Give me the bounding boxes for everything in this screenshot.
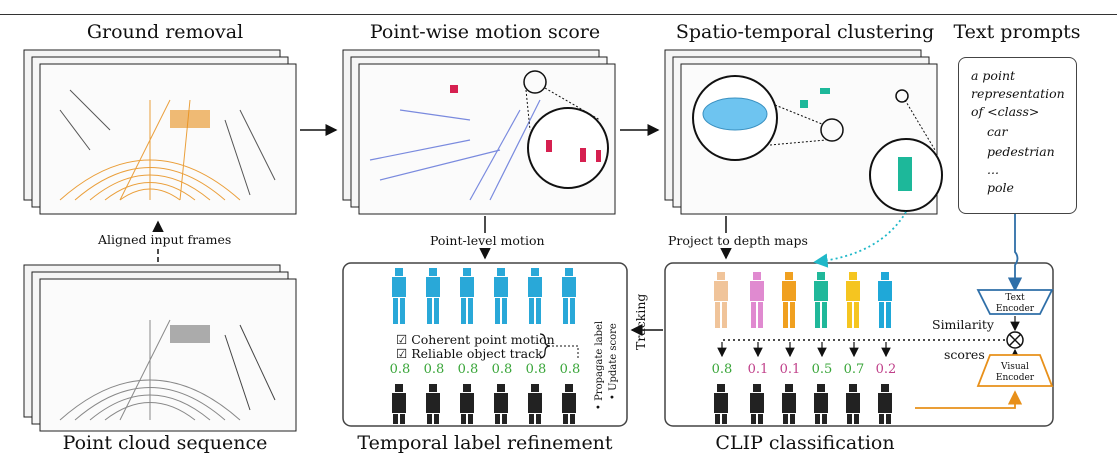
tracked-pedestrian xyxy=(426,268,440,324)
tracked-pedestrian xyxy=(494,268,508,324)
clip-score: 0.2 xyxy=(875,362,897,377)
refinement-score: 0.8 xyxy=(389,362,411,377)
top-rule xyxy=(0,14,1117,15)
visual-encoder-shape xyxy=(976,354,1054,387)
refinement-score: 0.8 xyxy=(491,362,513,377)
title-temporal-refinement: Temporal label refinement xyxy=(357,432,613,454)
clip-score: 0.5 xyxy=(811,362,833,377)
clip-pedestrian xyxy=(782,384,796,424)
pedestrian-figures xyxy=(392,268,892,424)
prompt-line-1: a point xyxy=(971,68,1016,83)
candidate-pedestrian xyxy=(750,272,764,328)
tracked-pedestrian xyxy=(562,268,576,324)
arrow-to-visual-encoder xyxy=(915,390,1023,409)
prompt-class-pole: pole xyxy=(987,180,1014,195)
refined-pedestrian xyxy=(494,384,508,424)
title-point-cloud-sequence: Point cloud sequence xyxy=(62,432,268,454)
refined-pedestrian xyxy=(562,384,576,424)
tracked-pedestrian xyxy=(528,268,542,324)
checkbox-icon: ☑ xyxy=(396,332,408,347)
prompt-ellipsis: ... xyxy=(987,162,999,177)
clip-pedestrian xyxy=(846,384,860,424)
clip-score: 0.1 xyxy=(779,362,801,377)
refined-pedestrian xyxy=(528,384,542,424)
prompt-line-2: representation xyxy=(971,86,1065,101)
clustering-frames xyxy=(664,49,943,215)
clip-pedestrian xyxy=(714,384,728,424)
point-cloud-frames xyxy=(23,264,297,432)
title-text-prompts: Text prompts xyxy=(953,21,1081,43)
refined-pedestrian xyxy=(392,384,406,424)
checklist-item-1: ☑ Coherent point motion xyxy=(396,332,555,347)
clip-pedestrian xyxy=(814,384,828,424)
label-project-depth: Project to depth maps xyxy=(668,233,808,248)
checklist-item-2: ☑ Reliable object track xyxy=(396,346,543,361)
brace xyxy=(539,333,551,359)
text-encoder-shape xyxy=(976,289,1054,315)
prompt-class-pedestrian: pedestrian xyxy=(987,144,1055,159)
checklist-text-2: Reliable object track xyxy=(411,346,543,361)
refined-pedestrian xyxy=(426,384,440,424)
clip-pedestrian xyxy=(878,384,892,424)
arrow-cyan-projection xyxy=(813,211,907,268)
refinement-score: 0.8 xyxy=(423,362,445,377)
clip-pedestrian xyxy=(750,384,764,424)
tracked-pedestrian xyxy=(392,268,406,324)
label-similarity-1: Similarity xyxy=(932,317,994,332)
motion-score-frames xyxy=(342,49,616,215)
refinement-score: 0.8 xyxy=(559,362,581,377)
label-tracking: Tracking xyxy=(633,293,648,350)
refinement-score: 0.8 xyxy=(457,362,479,377)
prompt-class-car: car xyxy=(987,124,1008,139)
candidate-pedestrian xyxy=(846,272,860,328)
title-motion-score: Point-wise motion score xyxy=(369,21,601,43)
title-ground-removal: Ground removal xyxy=(86,21,244,43)
title-clip-classification: CLIP classification xyxy=(715,432,895,454)
clip-score: 0.7 xyxy=(843,362,865,377)
candidate-pedestrian xyxy=(878,272,892,328)
label-aligned-frames: Aligned input frames xyxy=(98,232,232,247)
label-update-score: • Update score xyxy=(608,323,619,400)
checkbox-icon: ☑ xyxy=(396,346,408,361)
refinement-panel xyxy=(342,262,628,427)
arrow-prompt-to-encoder xyxy=(1007,214,1023,292)
label-similarity-2: scores xyxy=(944,347,985,362)
candidate-pedestrian xyxy=(714,272,728,328)
clip-score: 0.8 xyxy=(711,362,733,377)
refinement-score: 0.8 xyxy=(525,362,547,377)
refined-pedestrian xyxy=(460,384,474,424)
candidate-pedestrian xyxy=(814,272,828,328)
candidate-pedestrian xyxy=(782,272,796,328)
tracked-pedestrian xyxy=(460,268,474,324)
prompt-line-3: of <class> xyxy=(971,104,1040,119)
clip-score: 0.1 xyxy=(747,362,769,377)
label-propagate: • Propagate label xyxy=(594,320,605,410)
text-prompts-box: a point representation of <class> car pe… xyxy=(958,57,1077,214)
checklist-text-1: Coherent point motion xyxy=(411,332,555,347)
ground-removal-frames xyxy=(23,49,297,215)
title-clustering: Spatio-temporal clustering xyxy=(675,21,935,43)
label-point-level-motion: Point-level motion xyxy=(430,233,545,248)
